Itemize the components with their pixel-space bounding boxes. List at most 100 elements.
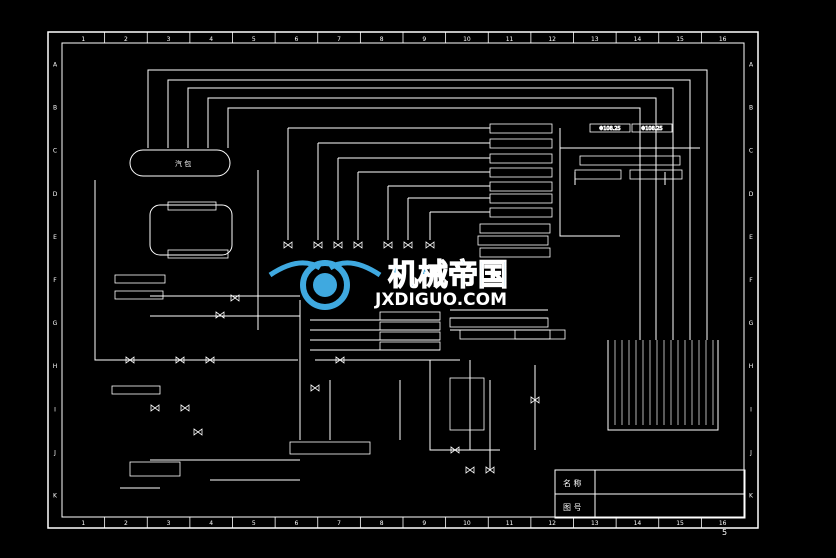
tag-box <box>129 461 181 477</box>
column-number: 4 <box>209 36 213 43</box>
row-letter: I <box>750 406 752 413</box>
row-letter: D <box>749 191 754 198</box>
column-number: 5 <box>252 36 256 43</box>
column-number: 12 <box>548 520 556 527</box>
row-letter: E <box>53 234 57 241</box>
tag-box <box>459 329 551 340</box>
valve-symbol <box>333 241 343 249</box>
column-number: 14 <box>634 520 642 527</box>
valve-symbol <box>193 428 203 436</box>
row-letter: H <box>53 363 58 370</box>
watermark-text: 机械帝国 <box>388 258 508 293</box>
column-number: 10 <box>463 36 471 43</box>
valve-symbol <box>383 241 393 249</box>
column-number: 15 <box>676 36 684 43</box>
tag-box <box>449 317 549 328</box>
lower-drum <box>149 204 233 256</box>
column-number: 7 <box>337 520 341 527</box>
valve-symbol <box>150 404 160 412</box>
row-letter: H <box>749 363 754 370</box>
row-letter: K <box>53 492 58 499</box>
valve-symbol <box>353 241 363 249</box>
watermark-subtext: JXDIGUO.COM <box>374 290 507 310</box>
tag-box <box>167 201 217 211</box>
valve-symbol <box>283 241 293 249</box>
tag-box <box>579 155 681 166</box>
column-number: 10 <box>463 520 471 527</box>
steam-drum: 汽 包 <box>129 149 231 177</box>
column-number: 16 <box>719 520 727 527</box>
valve-symbol <box>403 241 413 249</box>
column-number: 9 <box>422 520 426 527</box>
row-letter: C <box>749 148 753 155</box>
column-number: 8 <box>380 520 384 527</box>
column-number: 1 <box>81 36 85 43</box>
tag-box <box>489 207 553 218</box>
tag-box <box>489 193 553 204</box>
tag-box <box>489 181 553 192</box>
column-number: 15 <box>676 520 684 527</box>
tag-box <box>489 167 553 178</box>
valve-symbol <box>125 356 135 364</box>
column-number: 9 <box>422 36 426 43</box>
title-drawing-label: 图 号 <box>563 503 582 512</box>
tag-box <box>379 311 441 321</box>
tag-box <box>589 123 631 133</box>
valve-symbol <box>485 466 495 474</box>
column-number: 14 <box>634 36 642 43</box>
tag-box <box>114 274 166 284</box>
valve-symbol <box>205 356 215 364</box>
tag-box <box>489 123 553 134</box>
column-number: 8 <box>380 36 384 43</box>
row-letter: F <box>749 277 753 284</box>
tag-box <box>631 123 673 133</box>
column-number: 6 <box>295 36 299 43</box>
valve-symbol <box>230 294 240 302</box>
tag-box <box>514 329 566 340</box>
valve-symbol <box>180 404 190 412</box>
column-number: 12 <box>548 36 556 43</box>
row-letter: J <box>53 449 56 456</box>
valve-symbol <box>313 241 323 249</box>
row-letter: J <box>749 449 752 456</box>
header-box-label: Φ108.25 <box>641 126 662 132</box>
column-number: 1 <box>81 520 85 527</box>
valve-symbol <box>530 396 540 404</box>
column-number: 11 <box>506 520 514 527</box>
valve-symbol <box>450 446 460 454</box>
column-number: 4 <box>209 520 213 527</box>
tag-box <box>479 223 551 234</box>
label-boxes: Φ108.25 Φ108.25 <box>111 123 683 477</box>
tag-box <box>114 290 164 300</box>
tag-box <box>449 377 485 431</box>
tag-box <box>379 341 441 351</box>
row-letter: G <box>53 320 58 327</box>
column-number: 7 <box>337 36 341 43</box>
valve-symbol <box>310 384 320 392</box>
watermark-logo: 机械帝国 JXDIGUO.COM <box>268 257 509 310</box>
column-number: 11 <box>506 36 514 43</box>
column-number: 2 <box>124 36 128 43</box>
row-letter: D <box>53 191 58 198</box>
title-block: 名 称 图 号 <box>554 469 746 519</box>
row-letter: A <box>749 62 754 69</box>
title-name-label: 名 称 <box>563 478 582 488</box>
tag-box <box>111 385 161 395</box>
column-number: 3 <box>167 36 171 43</box>
valve-symbol <box>215 311 225 319</box>
tag-box <box>489 138 553 149</box>
tag-box <box>167 249 229 259</box>
column-number: 16 <box>719 36 727 43</box>
header-box-label: Φ108.25 <box>599 126 620 132</box>
valve-symbol <box>175 356 185 364</box>
tag-box <box>574 169 622 180</box>
valve-symbol <box>425 241 435 249</box>
row-letter: G <box>749 320 754 327</box>
row-letter: I <box>54 406 56 413</box>
row-letter: C <box>53 148 57 155</box>
column-number: 5 <box>252 520 256 527</box>
